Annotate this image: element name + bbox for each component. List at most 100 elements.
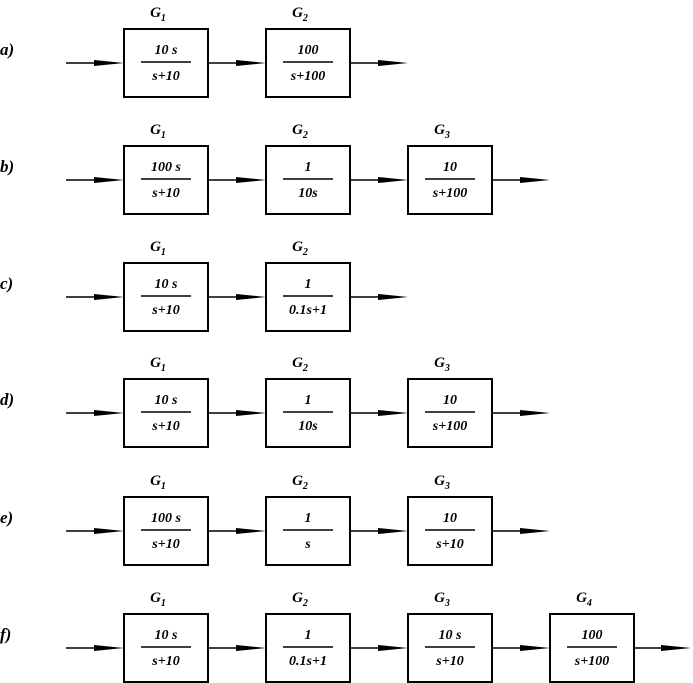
connector-arrow [208,294,266,300]
block-box [265,145,351,215]
transfer-denominator: 0.1s+1 [289,303,327,318]
transfer-denominator: s+10 [151,537,179,552]
transfer-denominator: s+10 [435,654,463,669]
connector-arrow [208,410,266,416]
block-gain-label: G3 [434,473,450,492]
block-box [265,28,351,98]
block-box [123,262,209,332]
block-box [407,613,493,683]
row-label: b) [0,157,14,176]
block-gain-subscript: 4 [586,598,592,609]
transfer-denominator: s+10 [151,186,179,201]
transfer-denominator: 10s [298,186,318,201]
row-label: e) [0,508,13,527]
arrowhead [378,294,408,300]
block-box [407,496,493,566]
transfer-numerator: 1 [305,511,312,526]
transfer-numerator: 10 s [155,43,179,58]
row-label: f) [0,625,11,644]
input-arrow [66,177,124,183]
transfer-numerator: 10 [443,160,457,175]
block-box [123,28,209,98]
arrowhead [378,528,408,534]
block-gain-label: G1 [150,122,166,141]
block-gain-subscript: 1 [161,130,166,141]
transfer-numerator: 10 s [155,393,179,408]
transfer-numerator: 100 [298,43,319,58]
transfer-denominator: 10s [298,419,318,434]
block-gain-label: G2 [292,5,308,24]
arrowhead [378,60,408,66]
arrowhead [378,410,408,416]
transfer-denominator: s+100 [574,654,609,669]
transfer-numerator: 10 [443,393,457,408]
arrowhead [520,528,550,534]
connector-arrow [350,410,408,416]
arrowhead [236,60,266,66]
block-box [549,613,635,683]
block-gain-label: G4 [576,590,592,609]
connector-arrow [208,177,266,183]
input-arrow [66,60,124,66]
block-gain-subscript: 3 [444,481,450,492]
arrowhead [661,645,691,651]
arrowhead [236,410,266,416]
block-gain-label: G1 [150,590,166,609]
arrowhead [94,410,124,416]
arrowhead [236,528,266,534]
row-label: c) [0,274,13,293]
output-arrow [492,528,550,534]
connector-arrow [350,645,408,651]
block-box [123,496,209,566]
transfer-denominator: s [304,537,311,552]
arrowhead [236,645,266,651]
block-gain-subscript: 2 [302,598,308,609]
transfer-numerator: 10 s [155,628,179,643]
block-box [123,145,209,215]
block-box [123,378,209,448]
transfer-numerator: 1 [305,393,312,408]
arrowhead [378,645,408,651]
block-gain-label: G1 [150,355,166,374]
block-gain-label: G2 [292,239,308,258]
input-arrow [66,528,124,534]
output-arrow [634,645,691,651]
block-gain-label: G1 [150,473,166,492]
connector-arrow [208,645,266,651]
connector-arrow [350,177,408,183]
transfer-numerator: 1 [305,628,312,643]
arrowhead [378,177,408,183]
block-gain-subscript: 1 [161,598,166,609]
block-gain-label: G3 [434,590,450,609]
block-box [407,145,493,215]
connector-arrow [208,528,266,534]
output-arrow [350,60,408,66]
transfer-denominator: s+10 [435,537,463,552]
transfer-denominator: s+10 [151,303,179,318]
block-gain-subscript: 2 [302,481,308,492]
block-gain-subscript: 2 [302,130,308,141]
output-arrow [350,294,408,300]
transfer-numerator: 100 [582,628,603,643]
transfer-numerator: 100 s [151,160,182,175]
arrowhead [94,528,124,534]
arrowhead [94,60,124,66]
block-box [265,613,351,683]
block-gain-label: G3 [434,355,450,374]
block-gain-label: G2 [292,473,308,492]
input-arrow [66,294,124,300]
transfer-block-1: G1 100 s s+10 [123,122,209,215]
